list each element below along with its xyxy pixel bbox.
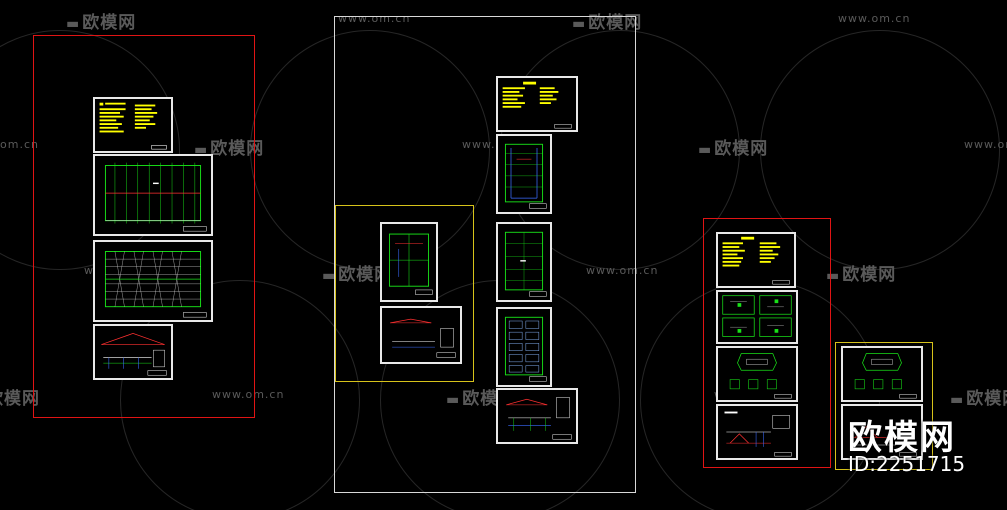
- detail-drawing: [390, 318, 456, 358]
- sofa-icon: ▬: [66, 16, 81, 32]
- roof-plan-drawing: [104, 251, 207, 318]
- plan-drawing-2: [504, 143, 547, 209]
- drawing-sheet-section[interactable]: [93, 324, 173, 380]
- watermark-logo: ▬欧模网: [66, 13, 137, 33]
- watermark-url: www.om.cn: [338, 12, 411, 25]
- sofa-icon: ▬: [446, 392, 461, 408]
- watermark-logo: 欧模网: [0, 389, 40, 409]
- drawing-sheet-notes[interactable]: [93, 97, 173, 153]
- watermark-logo: ▬欧模网: [322, 265, 393, 285]
- drawing-sheet-plan-2[interactable]: [496, 134, 552, 214]
- sofa-icon: ▬: [826, 268, 841, 284]
- layout-frame-right-yellow[interactable]: [835, 342, 933, 470]
- model-id-label: ID:2251715: [848, 452, 966, 476]
- drawing-sheet-plan-3[interactable]: [496, 222, 552, 302]
- watermark-logo: ▬欧模网: [698, 139, 769, 159]
- plan-drawing: [104, 162, 207, 232]
- watermark-logo: ▬欧模网: [572, 13, 643, 33]
- drawing-sheet-grid-plan[interactable]: [496, 307, 552, 387]
- section-drawing: [101, 333, 167, 376]
- multi-plan-drawing: [722, 295, 792, 337]
- section-drawing-2: [506, 397, 572, 440]
- sofa-icon: ▬: [572, 16, 587, 32]
- drawing-sheet-section-2[interactable]: [496, 388, 578, 444]
- drawing-sheet-small-plan[interactable]: [380, 222, 438, 302]
- layout-frame-right[interactable]: [703, 218, 831, 468]
- elevation-drawing-2: [851, 425, 917, 457]
- drawing-sheet-elevation[interactable]: [716, 404, 798, 460]
- plan-drawing-3: [504, 231, 547, 297]
- sofa-icon: ▬: [322, 268, 337, 284]
- watermark-circle: [120, 280, 360, 510]
- watermark-logo: ▬欧模网: [950, 389, 1007, 409]
- watermark-url: www.om.cn: [212, 388, 285, 401]
- brand-badge: 欧模网: [848, 418, 956, 458]
- drawing-sheet-multi-plan[interactable]: [716, 290, 798, 344]
- watermark-url: www.om.cn: [586, 264, 659, 277]
- layout-frame-left[interactable]: [33, 35, 255, 418]
- notes-text-block-2: [502, 81, 572, 129]
- watermark-url: www.om.cn: [964, 138, 1007, 151]
- sofa-icon: ▬: [950, 392, 965, 408]
- watermark-circle: [760, 30, 1000, 270]
- watermark-circle: [250, 30, 490, 270]
- layout-frame-center[interactable]: [334, 16, 636, 493]
- drawing-sheet-notes-3[interactable]: [716, 232, 796, 288]
- small-plan-drawing: [388, 233, 433, 295]
- notes-text-block-3: [722, 236, 790, 285]
- drawing-sheet-pavilion-plan[interactable]: [716, 346, 798, 402]
- drawing-sheet-detail[interactable]: [380, 306, 462, 364]
- drawing-sheet-notes-2[interactable]: [496, 76, 578, 132]
- pavilion-plan-drawing-2: [854, 353, 917, 399]
- elevation-drawing: [724, 411, 792, 457]
- drawing-sheet-plan[interactable]: [93, 154, 213, 236]
- pavilion-plan-drawing: [729, 353, 792, 399]
- layout-frame-center-yellow[interactable]: [335, 205, 474, 382]
- drawing-sheet-elevation-2[interactable]: [841, 404, 923, 460]
- grid-plan-drawing: [504, 316, 547, 382]
- watermark-logo: ▬欧模网: [826, 265, 897, 285]
- drawing-sheet-roof-plan[interactable]: [93, 240, 213, 322]
- sofa-icon: ▬: [698, 142, 713, 158]
- watermark-url: om.cn: [0, 138, 39, 151]
- notes-text-block: [99, 102, 167, 150]
- drawing-sheet-pavilion-plan-2[interactable]: [841, 346, 923, 402]
- watermark-url: www.om.cn: [838, 12, 911, 25]
